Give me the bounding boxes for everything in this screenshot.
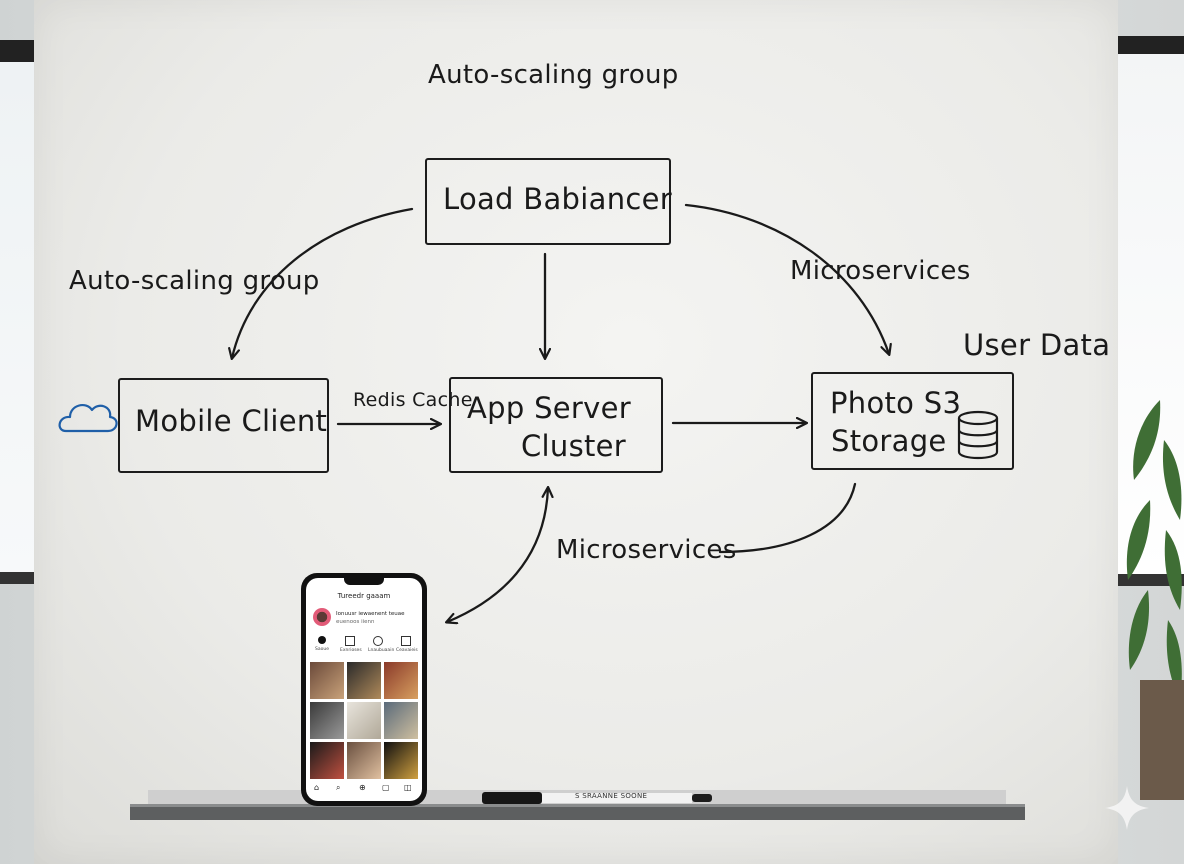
tab-icon	[401, 636, 411, 646]
home-icon[interactable]: ⌂	[314, 783, 320, 792]
photo-thumbnail[interactable]	[384, 742, 418, 779]
phone-app-title: Tureedr gaaam	[337, 592, 391, 600]
cloud-icon	[58, 404, 118, 433]
tab-icon	[318, 636, 326, 644]
sparkle-icon	[1105, 786, 1149, 830]
photo-thumbnail[interactable]	[310, 702, 344, 739]
photo-thumbnail[interactable]	[384, 662, 418, 699]
search-icon[interactable]: ⌕	[336, 783, 341, 792]
arrow-lb-to-storage	[684, 203, 889, 354]
phone-screen: Tureedr gaaam Ionuusr iewaenent teuae eu…	[306, 578, 422, 801]
whiteboard-marker	[482, 792, 712, 804]
tab-2[interactable]: Exnrioses	[340, 636, 362, 653]
photo-thumbnail[interactable]	[347, 742, 381, 779]
node-photo-storage-label-1: Photo S3	[830, 386, 962, 420]
label-microservices-bottom: Microservices	[556, 535, 737, 565]
phone-bottom-nav: ⌂ ⌕ ⊕ ▢ ◫	[306, 783, 422, 797]
node-load-balancer-label: Load Babiancer	[443, 182, 672, 216]
tab-1-label: Saoue	[315, 647, 329, 652]
profile-name: Ionuusr iewaenent teuae	[336, 611, 405, 617]
arrow-phone-app-bidirectional	[447, 488, 548, 622]
node-app-server-label-2: Cluster	[521, 429, 627, 463]
smartphone: Tureedr gaaam Ionuusr iewaenent teuae eu…	[301, 573, 427, 806]
tab-4-label: Ceavaieis	[396, 648, 418, 653]
whiteboard	[34, 0, 1118, 864]
window-left	[0, 40, 34, 584]
phone-notch	[344, 578, 384, 585]
label-auto-scaling-group-left: Auto-scaling group	[69, 266, 320, 296]
tab-2-label: Exnrioses	[340, 648, 362, 653]
profile-tabs: Saoue Exnrioses Lnaubuaain Ceavaieis	[310, 636, 418, 658]
database-icon	[957, 410, 999, 460]
label-user-data: User Data	[963, 328, 1111, 362]
photo-thumbnail[interactable]	[310, 662, 344, 699]
tab-3[interactable]: Lnaubuaain	[368, 636, 394, 653]
tab-1[interactable]: Saoue	[312, 636, 332, 652]
photo-thumbnail[interactable]	[347, 702, 381, 739]
arrow-lb-to-mobile	[232, 207, 414, 358]
curve-storage-to-microservices	[718, 482, 857, 554]
label-redis-cache: Redis Cache	[353, 389, 473, 411]
add-icon[interactable]: ⊕	[359, 783, 366, 792]
tab-3-label: Lnaubuaain	[368, 648, 395, 653]
tab-4[interactable]: Ceavaieis	[396, 636, 418, 653]
tab-icon	[345, 636, 355, 646]
node-app-server-cluster: App Server Cluster	[449, 377, 663, 473]
marker-label: S SRAANNE SOONE	[575, 792, 648, 800]
node-mobile-client: Mobile Client	[118, 378, 329, 473]
title-auto-scaling-group: Auto-scaling group	[428, 60, 679, 90]
shop-icon[interactable]: ◫	[404, 783, 412, 792]
tab-icon	[373, 636, 383, 646]
photo-thumbnail[interactable]	[310, 742, 344, 779]
photo-thumbnail[interactable]	[347, 662, 381, 699]
node-photo-storage: Photo S3 Storage	[811, 372, 1014, 470]
photo-thumbnail[interactable]	[384, 702, 418, 739]
plant	[1126, 400, 1184, 800]
profile-avatar[interactable]	[313, 608, 331, 626]
node-app-server-label-1: App Server	[467, 391, 631, 425]
node-mobile-client-label: Mobile Client	[135, 404, 328, 438]
label-microservices-right: Microservices	[790, 256, 971, 286]
profile-subtitle: euenoos iienn	[336, 619, 375, 625]
node-load-balancer: Load Babiancer	[425, 158, 672, 245]
node-photo-storage-label-2: Storage	[831, 424, 947, 458]
reels-icon[interactable]: ▢	[382, 783, 390, 792]
